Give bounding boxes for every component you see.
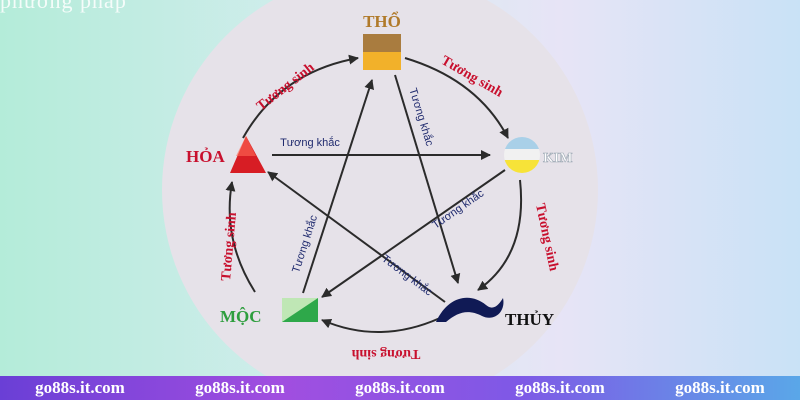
fire-element: HỎA: [186, 136, 266, 173]
five-elements-diagram: Tương sinh Tương sinh Tương sinh Tương s…: [162, 0, 598, 376]
footer-link-2[interactable]: go88s.it.com: [195, 378, 285, 397]
line-kim-to-moc: [321, 169, 506, 298]
water-label: THỦY: [505, 310, 554, 329]
line-tho-to-thuy: [394, 74, 461, 284]
wood-element: MỘC: [220, 298, 318, 326]
line-moc-to-tho: [302, 79, 374, 294]
arc-kim-to-thuy: [477, 179, 523, 291]
footer-link-5[interactable]: go88s.it.com: [675, 378, 765, 397]
generating-label-thuy-moc: Tương sinh: [351, 346, 420, 361]
generating-label-moc-hoa: Tương sinh: [219, 212, 240, 282]
water-element: THỦY: [436, 297, 554, 329]
header-fragment: phương pháp: [0, 0, 127, 13]
arc-tho-to-kim: [404, 57, 509, 139]
fire-label: HỎA: [186, 147, 225, 166]
earth-element: THỔ: [363, 11, 401, 70]
metal-label: KIM: [543, 151, 573, 166]
metal-icon: [504, 137, 540, 173]
earth-icon: [363, 34, 401, 52]
overcoming-star: [267, 74, 506, 303]
footer-bar: go88s.it.com go88s.it.com go88s.it.com g…: [0, 376, 800, 400]
arc-moc-to-hoa: [225, 181, 256, 293]
arc-thuy-to-moc: [321, 317, 441, 333]
metal-element: KIM: [504, 137, 573, 173]
arc-hoa-to-tho: [242, 54, 359, 139]
earth-label: THỔ: [363, 11, 401, 31]
footer-link-4[interactable]: go88s.it.com: [515, 378, 605, 397]
water-wave-icon: [436, 297, 504, 322]
line-thuy-to-hoa: [267, 171, 446, 303]
footer-link-1[interactable]: go88s.it.com: [35, 378, 125, 397]
footer-link-3[interactable]: go88s.it.com: [355, 378, 445, 397]
overcoming-label-hoa-kim: Tương khắc: [280, 136, 340, 149]
generating-cycle: [225, 54, 523, 333]
wood-label: MỘC: [220, 307, 262, 326]
